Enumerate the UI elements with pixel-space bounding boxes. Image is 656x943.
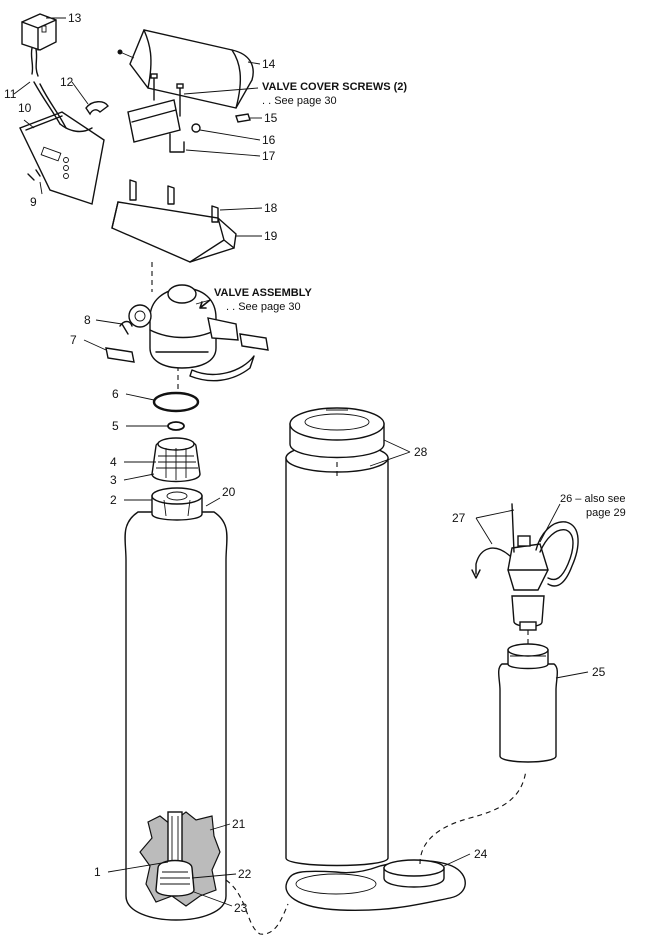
leader-lines — [13, 17, 589, 907]
label-16: 16 — [262, 133, 276, 147]
part-25-brine-well — [498, 643, 558, 763]
callout-part-26-line2: page 29 — [586, 507, 626, 519]
tank-cutaway — [139, 811, 221, 907]
label-1: 1 — [94, 865, 101, 879]
label-24: 24 — [474, 847, 488, 861]
label-2: 2 — [110, 493, 117, 507]
part-8-bypass-clip — [121, 323, 129, 335]
callout-valve-assembly: VALVE ASSEMBLY . . See page 30 — [199, 287, 312, 313]
part-17-bracket — [169, 133, 185, 153]
part-12-clip — [85, 101, 109, 116]
brine-line-well — [419, 769, 527, 865]
part-11-wire-harness — [33, 81, 93, 133]
part-7-clip — [105, 347, 135, 363]
callout-valve-cover-screws: VALVE COVER SCREWS (2) . . See page 30 — [262, 81, 407, 107]
label-28: 28 — [414, 445, 428, 459]
label-13: 13 — [68, 11, 82, 25]
part-19-tray — [111, 179, 237, 263]
valve-cover-screws — [150, 73, 184, 117]
label-8: 8 — [84, 313, 91, 327]
label-12: 12 — [60, 75, 74, 89]
callout-valve-assembly-ref: . . See page 30 — [226, 301, 301, 313]
callout-part-26: 26 – also see page 29 — [560, 493, 626, 519]
label-21: 21 — [232, 817, 246, 831]
part-number-labels: 13 14 15 16 17 18 19 11 12 10 9 8 7 6 5 … — [4, 11, 606, 915]
part-16-screw — [191, 123, 201, 133]
callout-valve-cover-screws-title: VALVE COVER SCREWS (2) — [262, 81, 407, 93]
callout-part-26-line1: 26 – also see — [560, 493, 625, 505]
part-28-brine-tank — [285, 443, 389, 867]
part-27-tubing — [471, 503, 515, 579]
label-3: 3 — [110, 473, 117, 487]
label-10: 10 — [18, 101, 32, 115]
label-19: 19 — [264, 229, 278, 243]
part-20-resin-tank — [124, 487, 228, 921]
part-24-tank-base — [285, 859, 466, 912]
label-9: 9 — [30, 195, 37, 209]
part-14-valve-cover — [117, 29, 254, 109]
label-4: 4 — [110, 455, 117, 469]
callout-valve-cover-screws-ref: . . See page 30 — [262, 95, 337, 107]
label-5: 5 — [112, 419, 119, 433]
label-22: 22 — [238, 867, 252, 881]
label-7: 7 — [70, 333, 77, 347]
part-13-transformer — [21, 13, 57, 77]
part-5-o-ring — [167, 421, 185, 431]
label-11: 11 — [4, 87, 17, 101]
part-6-o-ring — [152, 391, 200, 413]
label-17: 17 — [262, 149, 276, 163]
valve-mount-bracket — [127, 99, 181, 143]
part-4-distributor-cap — [151, 437, 201, 483]
label-20: 20 — [222, 485, 236, 499]
part-26-brine-valve — [507, 521, 579, 631]
label-15: 15 — [264, 111, 278, 125]
label-18: 18 — [264, 201, 278, 215]
label-23: 23 — [234, 901, 248, 915]
label-14: 14 — [262, 57, 276, 71]
label-25: 25 — [592, 665, 606, 679]
clamp-band — [189, 333, 269, 382]
part-15-screw — [235, 113, 251, 123]
brine-line-tank — [225, 879, 289, 935]
label-6: 6 — [112, 387, 119, 401]
part-28-brine-tank-lid — [289, 407, 385, 459]
label-27: 27 — [452, 511, 466, 525]
callout-valve-assembly-title: VALVE ASSEMBLY — [214, 287, 312, 299]
